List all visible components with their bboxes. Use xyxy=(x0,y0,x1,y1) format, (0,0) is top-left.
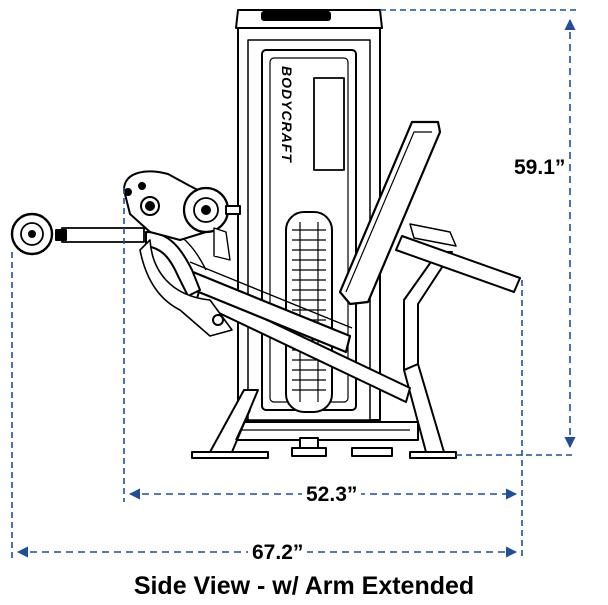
lever-arm xyxy=(145,231,201,297)
length-dimension-label: 52.3” xyxy=(302,483,362,507)
rear-handle xyxy=(395,235,521,293)
diagram-caption: Side View - w/ Arm Extended xyxy=(133,572,475,600)
shroud-window xyxy=(313,77,345,171)
overall-length-dimension-label: 67.2” xyxy=(248,541,308,565)
extended-arm xyxy=(61,227,145,243)
back-pad xyxy=(338,120,442,306)
machine-drawing: BODYCRAFT xyxy=(10,9,521,459)
base-frame xyxy=(191,451,269,459)
brand-logo: BODYCRAFT xyxy=(279,66,295,163)
height-dimension-label: 59.1” xyxy=(512,156,568,180)
